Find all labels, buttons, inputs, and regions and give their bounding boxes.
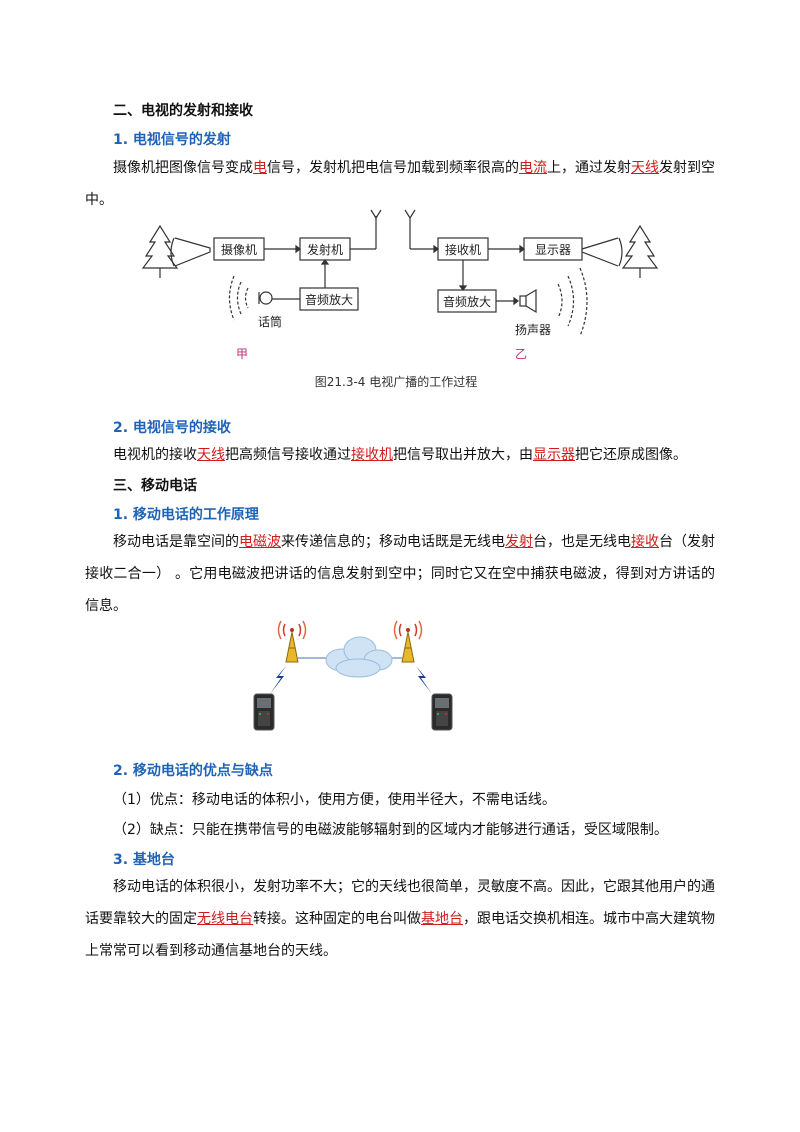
- subheading-mobile-principle: 1. 移动电话的工作原理: [113, 507, 259, 523]
- paragraph-mobile-principle: 移动电话是靠空间的电磁波来传递信息的；移动电话既是无线电发射台，也是无线电接收台…: [85, 534, 715, 614]
- keyword-antenna: 天线: [631, 160, 659, 176]
- label-yi: 乙: [515, 347, 527, 361]
- subheading-tv-receive: 2. 电视信号的接收: [113, 420, 231, 436]
- label-jia: 甲: [236, 347, 248, 361]
- receiver-box-label: 接收机: [445, 242, 481, 257]
- keyword-base-station: 基地台: [421, 911, 463, 927]
- keyword-electric: 电: [253, 160, 267, 176]
- audio-amp-left-label: 音频放大: [305, 292, 353, 307]
- audio-amp-right-label: 音频放大: [443, 294, 491, 309]
- keyword-em-wave: 电磁波: [239, 534, 281, 550]
- speaker-label: 扬声器: [515, 322, 551, 337]
- tower-icon-right: [393, 620, 423, 663]
- cloud-icon: [325, 636, 393, 678]
- keyword-radio-station: 无线电台: [197, 911, 253, 927]
- keyword-transmit: 发射: [505, 534, 533, 550]
- keyword-receive: 接收: [631, 534, 659, 550]
- camera-box-label: 摄像机: [221, 242, 257, 257]
- tv-broadcast-diagram: 摄像机 发射机 音频放大 话筒 甲 接收机 显示器 音频放大 扬声器 乙 图21…: [141, 209, 659, 389]
- keyword-current: 电流: [519, 160, 547, 176]
- tower-icon-left: [277, 620, 307, 663]
- phone-icon-left: [253, 693, 275, 731]
- keyword-antenna-receive: 天线: [197, 447, 225, 463]
- signal-bolt-icon-right: [416, 666, 432, 694]
- phone-icon-right: [431, 693, 453, 731]
- keyword-display: 显示器: [533, 447, 575, 463]
- list-item-pros: （1）优点：移动电话的体积小，使用方便，使用半径大，不需电话线。: [113, 792, 556, 808]
- tree-icon-right: [621, 224, 659, 269]
- subheading-pros-cons: 2. 移动电话的优点与缺点: [113, 763, 273, 779]
- signal-bolt-icon-left: [270, 666, 286, 694]
- paragraph-tv-receive: 电视机的接收天线把高频信号接收通过接收机把信号取出并放大，由显示器把它还原成图像…: [113, 447, 687, 463]
- paragraph-tv-transmit: 摄像机把图像信号变成电信号，发射机把电信号加载到频率很高的电流上，通过发射天线发…: [85, 160, 715, 208]
- keyword-receiver: 接收机: [351, 447, 393, 463]
- paragraph-base-station: 移动电话的体积很小，发射功率不大；它的天线也很简单，灵敏度不高。因此，它跟其他用…: [85, 879, 715, 959]
- microphone-label: 话筒: [258, 314, 282, 329]
- section-heading-tv: 二、电视的发射和接收: [113, 103, 253, 119]
- subheading-base-station: 3. 基地台: [113, 852, 175, 868]
- subheading-tv-transmit: 1. 电视信号的发射: [113, 132, 231, 148]
- section-heading-mobile: 三、移动电话: [113, 478, 197, 494]
- display-box-label: 显示器: [535, 243, 571, 257]
- transmitter-box-label: 发射机: [307, 242, 343, 257]
- mobile-network-illustration: [253, 620, 453, 731]
- figure-caption: 图21.3-4 电视广播的工作过程: [315, 374, 478, 389]
- list-item-cons: （2）缺点：只能在携带信号的电磁波能够辐射到的区域内才能够进行通话，受区域限制。: [113, 822, 668, 838]
